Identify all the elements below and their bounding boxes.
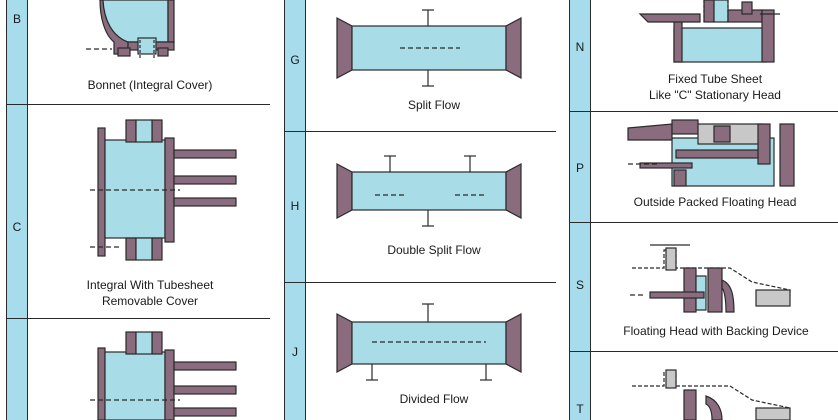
caption-fixed-line2: Like "C" Stationary Head (649, 88, 781, 102)
bonnet-drawing (86, 0, 175, 58)
row-letter-s: S (575, 278, 584, 292)
caption-double-split-line1: Double Split Flow (387, 243, 481, 257)
row-letter-g: G (290, 53, 300, 67)
caption-outside-packed: Outside Packed Floating Head (600, 194, 830, 210)
caption-split-line1: Split Flow (407, 98, 460, 112)
split-flow-drawing (336, 9, 522, 87)
col3-divider-3 (569, 351, 838, 352)
letter-strip-col1 (6, 0, 28, 420)
row-letter-t: T (576, 402, 584, 416)
caption-floating-head-backing: Floating Head with Backing Device (600, 323, 832, 339)
outside-packed-floating-head-drawing (627, 119, 795, 187)
col3-divider-1 (569, 111, 838, 112)
divided-flow-drawing (336, 303, 522, 381)
caption-integral-line2: Removable Cover (101, 294, 199, 308)
row-letter-n: N (575, 40, 585, 54)
col1-divider-2 (6, 318, 270, 319)
caption-divided-flow: Divided Flow (320, 391, 548, 407)
row-letter-c: C (12, 220, 22, 234)
caption-floating-head-line1: Floating Head with Backing Device (623, 324, 809, 338)
row-letter-j: J (292, 345, 298, 359)
col2-divider-1 (284, 131, 556, 132)
col2-divider-2 (284, 282, 556, 283)
col1-divider-1 (6, 104, 270, 105)
caption-outside-packed-line1: Outside Packed Floating Head (633, 195, 797, 209)
caption-double-split-flow: Double Split Flow (320, 242, 548, 258)
double-split-flow-drawing (336, 155, 522, 227)
floating-head-backing-drawing (630, 244, 791, 313)
channel-drawing-partial (90, 331, 237, 420)
row-letter-p: P (575, 161, 584, 175)
caption-fixed-tube-sheet: Fixed Tube Sheet Like "C" Stationary Hea… (600, 71, 830, 103)
letter-strip-col3 (569, 0, 591, 420)
caption-split-flow: Split Flow (320, 97, 548, 113)
caption-integral-tubesheet: Integral With Tubesheet Removable Cover (40, 277, 260, 309)
fixed-tube-sheet-drawing (638, 0, 780, 63)
caption-bonnet: Bonnet (Integral Cover) (40, 77, 260, 93)
pull-through-floating-head-drawing-partial (632, 369, 791, 420)
col3-divider-2 (569, 222, 838, 223)
caption-bonnet-line1: Bonnet (Integral Cover) (87, 78, 213, 92)
caption-divided-line1: Divided Flow (399, 392, 469, 406)
letter-strip-col2 (284, 0, 306, 420)
caption-fixed-line1: Fixed Tube Sheet (667, 72, 763, 86)
row-letter-b: B (12, 12, 21, 26)
caption-integral-line1: Integral With Tubesheet (86, 278, 214, 292)
row-letter-h: H (290, 199, 300, 213)
integral-tubesheet-drawing (90, 119, 237, 261)
